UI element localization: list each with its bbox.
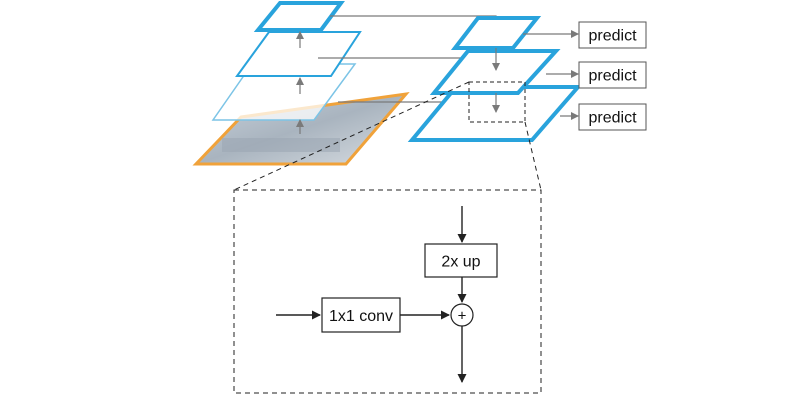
- conv-label: 1x1 conv: [329, 308, 393, 325]
- predict-label-2: predict: [588, 68, 637, 85]
- zoom-connectors: [233, 81, 542, 191]
- input-image-detail: [222, 138, 340, 152]
- top-down-pyramid: [407, 16, 583, 142]
- detail-panel: 2x up 1x1 conv +: [233, 189, 542, 394]
- zoom-connector-right: [524, 121, 542, 191]
- bottom-up-pyramid: [192, 0, 410, 166]
- predict-label-3: predict: [588, 110, 637, 127]
- upsample-label: 2x up: [441, 254, 480, 271]
- upsample-box: [424, 243, 498, 278]
- zoom-region: [468, 81, 526, 123]
- zoom-connector-left: [233, 81, 470, 191]
- predict-box-2: [578, 61, 647, 89]
- predict-outputs: predict predict predict: [523, 21, 647, 131]
- sum-symbol: +: [458, 308, 467, 325]
- predict-box-3: [578, 103, 647, 131]
- bottom-up-layer-3: [235, 31, 362, 77]
- detail-panel-border: [233, 189, 542, 394]
- top-down-layer-bottom: [407, 85, 583, 142]
- conv-box: [321, 297, 401, 333]
- top-down-layer-top: [450, 16, 542, 50]
- predict-label-1: predict: [588, 28, 637, 45]
- predict-box-1: [578, 21, 647, 49]
- bottom-up-layer-4: [253, 0, 345, 32]
